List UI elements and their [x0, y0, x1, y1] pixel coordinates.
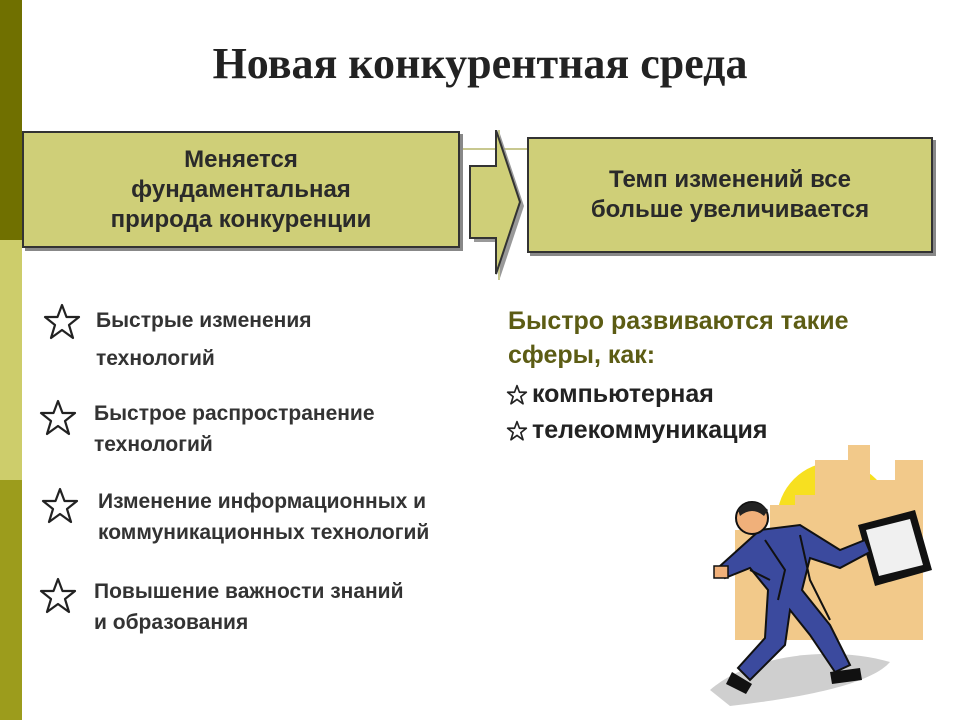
- businessman-figure: [713, 501, 872, 694]
- box-left-text: Меняется фундаментальная природа конкуре…: [110, 145, 372, 233]
- right-arrow-icon: [469, 130, 524, 278]
- bullet-item: Быстрое распространение технологий: [38, 398, 375, 460]
- sphere-item: телекоммуникация: [506, 416, 768, 445]
- star-outline-icon: [39, 399, 77, 436]
- bullet-text: Повышение важности знаний и образования: [94, 580, 404, 634]
- sidebar-band-dark: [0, 0, 22, 240]
- star-outline-icon: [506, 420, 528, 441]
- bullet-text: Быстрые изменения технологий: [96, 309, 312, 370]
- sidebar-band-light: [0, 240, 22, 480]
- slide-title: Новая конкурентная среда: [212, 39, 748, 88]
- sphere-item-label: телекоммуникация: [532, 416, 768, 444]
- bullet-text: Быстрое распространение технологий: [94, 402, 375, 456]
- briefcase-icon: [858, 510, 932, 586]
- bullet-text: Изменение информационных и коммуникацион…: [98, 490, 430, 544]
- bullet-item: Повышение важности знаний и образования: [38, 576, 404, 638]
- bullet-item: Быстрые изменения технологий: [42, 302, 312, 378]
- star-outline-icon: [506, 384, 528, 405]
- sphere-item: компьютерная: [506, 380, 714, 409]
- star-outline-icon: [43, 303, 81, 340]
- running-businessman-icon: [710, 445, 932, 706]
- sphere-item-label: компьютерная: [532, 380, 714, 408]
- bullet-item: Изменение информационных и коммуникацион…: [40, 486, 429, 548]
- star-outline-icon: [39, 577, 77, 614]
- sidebar-band-mid: [0, 480, 22, 720]
- box-left: Меняется фундаментальная природа конкуре…: [22, 131, 460, 248]
- box-right: Темп изменений все больше увеличивается: [527, 137, 933, 253]
- star-outline-icon: [41, 487, 79, 524]
- box-right-text: Темп изменений все больше увеличивается: [590, 166, 870, 223]
- right-panel-heading: Быстро развиваются такие сферы, как:: [508, 307, 849, 369]
